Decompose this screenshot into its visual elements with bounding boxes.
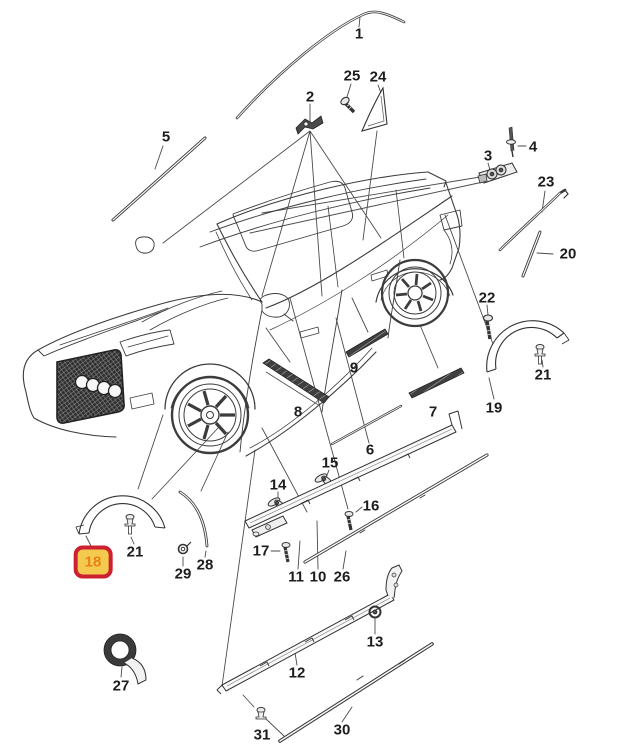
part-label-22[interactable]: 22 (478, 289, 496, 307)
part-grommet-13 (368, 605, 382, 619)
part-label-31[interactable]: 31 (253, 726, 271, 744)
part-door-strip-7 (408, 367, 465, 399)
part-label-9[interactable]: 9 (349, 359, 359, 377)
part-grommet-29 (177, 541, 192, 555)
part-strip-5 (111, 136, 207, 222)
part-label-19[interactable]: 19 (485, 399, 503, 417)
part-label-20[interactable]: 20 (559, 245, 577, 263)
part-bracket-3 (477, 162, 518, 184)
part-label-25[interactable]: 25 (343, 67, 361, 85)
part-screw-22 (482, 314, 494, 340)
part-label-28[interactable]: 28 (196, 556, 214, 574)
part-label-23[interactable]: 23 (537, 173, 555, 191)
part-arch-molding-18 (75, 495, 166, 535)
front-grille (56, 349, 125, 424)
part-sill-strip-10 (244, 410, 463, 529)
part-label-27[interactable]: 27 (112, 677, 130, 695)
part-screw-25 (340, 96, 356, 114)
part-label-11[interactable]: 11 (288, 568, 304, 586)
part-label-5[interactable]: 5 (161, 128, 171, 146)
part-label-21-left[interactable]: 21 (126, 543, 144, 561)
part-arch-molding-19 (486, 320, 570, 373)
part-label-21-right[interactable]: 21 (534, 366, 552, 384)
part-screw-17 (281, 542, 291, 563)
part-door-strip-9 (345, 328, 389, 358)
part-sill-strip-12 (216, 564, 403, 695)
part-label-29[interactable]: 29 (174, 565, 192, 583)
part-label-14[interactable]: 14 (269, 476, 287, 494)
part-door-strip-8 (262, 358, 330, 407)
part-strip-23 (498, 188, 569, 252)
part-screw-16 (344, 511, 354, 531)
part-label-3[interactable]: 3 (483, 147, 493, 165)
audi-rings-icon (74, 374, 123, 399)
part-strip-20 (521, 230, 542, 278)
part-label-7[interactable]: 7 (428, 403, 438, 421)
part-label-26[interactable]: 26 (333, 568, 351, 586)
part-grommet-ring-27 (103, 633, 147, 685)
part-clip-31 (255, 707, 267, 720)
part-label-17[interactable]: 17 (252, 542, 270, 560)
part-strip-6 (330, 404, 403, 446)
part-label-10[interactable]: 10 (309, 568, 327, 586)
part-label-24[interactable]: 24 (369, 68, 387, 86)
part-end-bracket-11 (251, 515, 288, 538)
rear-wheel (380, 258, 450, 328)
part-label-8[interactable]: 8 (293, 403, 303, 421)
part-label-2[interactable]: 2 (305, 88, 315, 106)
part-label-12[interactable]: 12 (288, 664, 306, 682)
part-clamp-2 (295, 115, 324, 135)
part-roof-strip-1 (235, 10, 406, 120)
part-triangle-trim-24 (361, 86, 388, 132)
part-label-15[interactable]: 15 (321, 454, 339, 472)
part-label-4[interactable]: 4 (528, 138, 538, 156)
part-label-13[interactable]: 13 (366, 633, 384, 651)
part-label-6[interactable]: 6 (365, 441, 375, 459)
part-label-18-highlighted[interactable]: 18 (73, 545, 113, 579)
part-pin-4 (506, 126, 516, 158)
part-clip-21-right (534, 344, 546, 365)
part-arch-strip-28 (178, 490, 209, 548)
part-label-1[interactable]: 1 (354, 25, 364, 43)
part-clip-21-left (124, 514, 136, 535)
front-wheel (170, 375, 250, 455)
part-label-16[interactable]: 16 (362, 497, 380, 515)
leader-lines (85, 16, 554, 737)
part-label-30[interactable]: 30 (333, 721, 351, 739)
part-lower-strip-30 (278, 642, 434, 743)
part-lower-strip-26 (303, 453, 489, 564)
